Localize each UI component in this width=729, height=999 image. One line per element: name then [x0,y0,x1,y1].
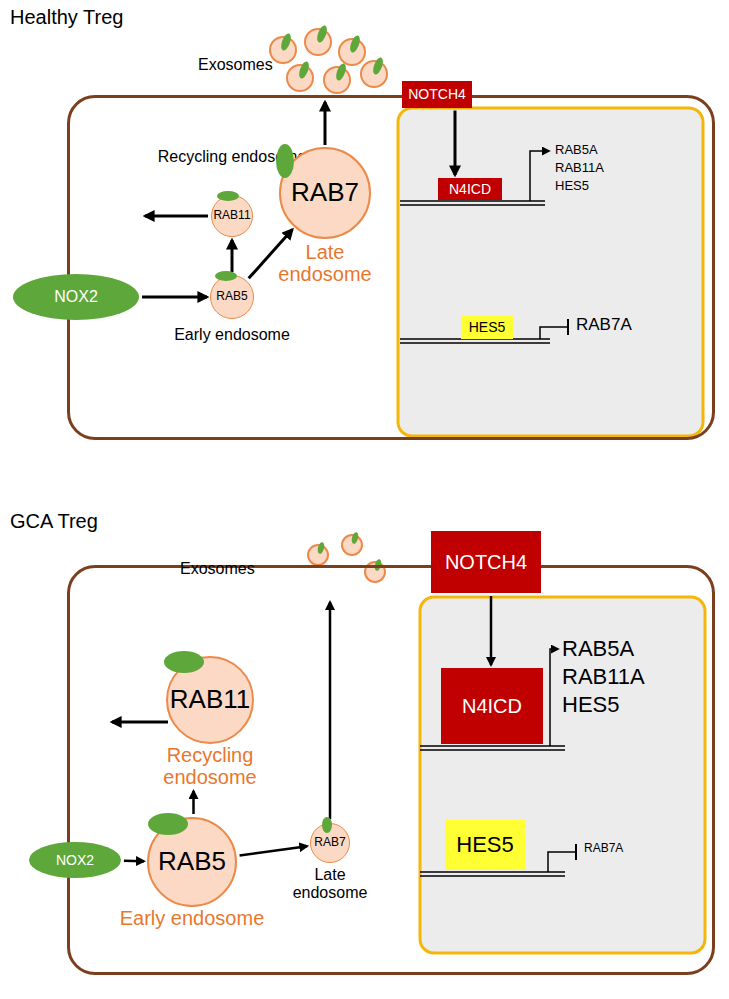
green-oval [164,651,204,673]
rab-name: RAB7 [291,178,359,208]
protein-box: HES5 [445,820,525,870]
pathway-arrow [192,791,195,814]
recycling-arrow [112,721,168,724]
compartment-caption: Late endosome [275,241,375,285]
gene-name: HES5 [555,179,589,194]
gene-name: RAB11A [555,161,604,176]
nox2-ellipse: NOX2 [29,842,121,878]
repression-line [548,852,576,872]
green-oval [215,271,237,281]
protein-name: N4ICD [462,695,522,718]
exosome [287,65,313,91]
rab-name: RAB7 [314,836,345,850]
promoter-arrow [530,151,549,201]
dna-strand [420,749,565,751]
exocytosis-arrow [324,102,327,145]
exosome-label: Exosomes [180,560,255,578]
dna-strand [420,875,565,877]
protein-name: NOTCH4 [408,86,466,102]
exosome-label: Exosomes [198,56,273,74]
protein-box: NOTCH4 [402,81,472,108]
gene-name: RAB5A [562,636,634,661]
protein-name: HES5 [456,832,513,857]
gene-name: RAB7A [576,315,632,335]
enzyme-name: NOX2 [54,288,98,306]
green-oval [279,32,293,52]
endosome-circle: RAB5Early endosome [210,275,254,319]
green-oval [351,531,360,544]
dna-strand [420,745,565,747]
exosome [324,67,350,93]
nox2-ellipse: NOX2 [13,274,139,320]
green-oval [315,24,329,44]
exosome-group [270,24,387,93]
dna-strand [420,871,565,873]
protein-name: HES5 [469,319,506,335]
endosome-circle: RAB11Recycling endosome [211,195,253,237]
green-oval [217,191,239,201]
gene-name: RAB7A [584,842,623,856]
green-oval [297,60,311,80]
nucleus [420,597,705,953]
pathway-arrow [231,240,234,272]
dna-strand [400,204,545,206]
repression-bar [567,319,569,335]
green-oval [371,56,385,76]
green-oval [148,813,188,835]
dna-strand [400,342,550,344]
recycling-arrow [145,215,208,218]
exosome [361,61,387,87]
green-oval [322,817,332,833]
cell-outline: GCA TregNOX2RAB5Early endosomeRAB11Recyc… [67,565,715,975]
protein-name: NOTCH4 [445,551,527,574]
repression-bar [575,844,577,860]
protein-box: N4ICD [438,178,502,200]
rab-name: RAB5 [158,847,226,877]
exosome [305,29,331,55]
gene-name: HES5 [562,692,619,717]
rab-name: RAB11 [213,209,250,223]
nucleus [398,108,703,436]
pathway-arrow [490,596,493,665]
protein-box: N4ICD [441,668,543,744]
enzyme-name: NOX2 [56,852,94,868]
pathway-arrow [240,846,308,855]
dna-strand [400,200,545,202]
exosome-group [308,531,385,582]
compartment-caption: Early endosome [120,907,265,929]
exocytosis-arrow [329,602,332,819]
endosome-circle: RAB7Late endosome [279,147,371,239]
panel-title: GCA Treg [10,510,98,533]
pathway-arrow [454,111,457,176]
cell-outline: Healthy TregNOX2RAB5Early endosomeRAB11R… [67,95,715,440]
green-oval [317,541,326,554]
promoter-arrow [550,649,558,746]
endosome-circle: RAB11Recycling endosome [166,656,254,744]
protein-name: N4ICD [449,181,491,197]
protein-box: HES5 [461,316,513,339]
compartment-caption: Late endosome [290,866,370,901]
gene-name: RAB5A [555,143,598,158]
green-oval [276,144,294,178]
compartment-caption: Early endosome [174,326,290,344]
pathway-arrow [124,860,144,863]
rab-name: RAB5 [216,290,247,304]
compartment-caption: Recycling endosome [150,744,270,788]
panel-title: Healthy Treg [10,6,123,29]
repression-line [540,327,568,339]
protein-box: NOTCH4 [431,531,541,593]
green-oval [348,34,362,54]
gene-name: RAB11A [562,664,645,689]
pathway-arrow [142,296,207,299]
endosome-circle: RAB7Late endosome [310,823,350,863]
endosome-circle: RAB5Early endosome [147,817,237,907]
rab-name: RAB11 [170,685,250,715]
green-oval [334,62,348,82]
